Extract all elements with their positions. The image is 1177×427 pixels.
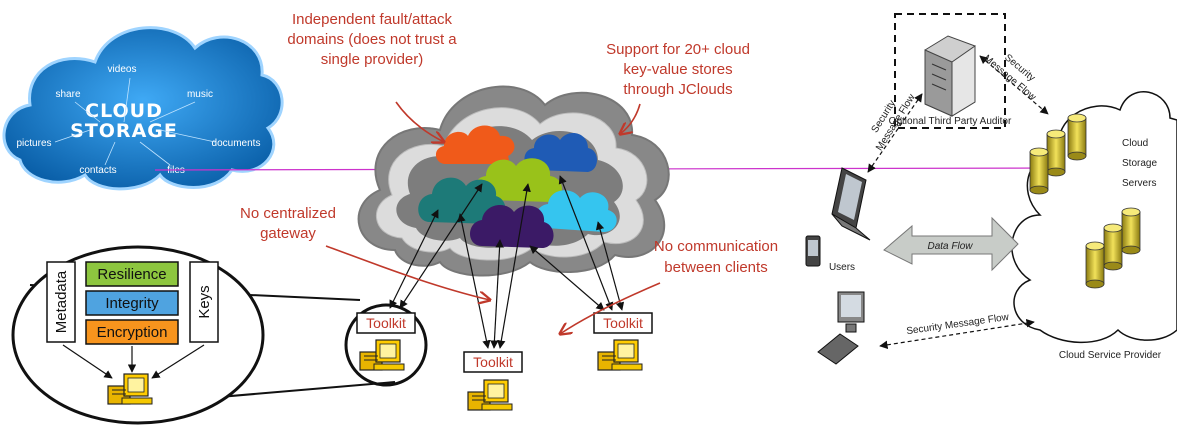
users-label: Users — [829, 262, 855, 273]
annotation-support-2: key-value stores — [623, 61, 732, 78]
server-icon — [1085, 241, 1105, 289]
server-icon — [1046, 129, 1066, 177]
annotation-comm-2: between clients — [664, 259, 767, 276]
server-icon — [1121, 207, 1141, 255]
cloud-storage-title-2: STORAGE — [70, 120, 178, 142]
mobile-device-icon — [805, 235, 821, 267]
cloud-word: documents — [212, 138, 261, 149]
servers-label: Servers — [1122, 178, 1156, 189]
client-toolkits: Toolkit Toolkit Toolkit — [356, 312, 653, 411]
computer-icon — [359, 339, 405, 371]
data-flow-label: Data Flow — [927, 241, 973, 252]
metadata-box — [46, 261, 76, 343]
cloud-word: music — [187, 89, 213, 100]
laptop-icon — [831, 167, 871, 241]
annotation-gateway-2: gateway — [260, 225, 316, 242]
encryption-box — [85, 319, 179, 345]
cloud-storage-title-1: CLOUD — [85, 100, 163, 122]
metadata-label: Metadata — [53, 270, 70, 333]
cloud-storage-graphic: CLOUD STORAGE videos music share documen… — [2, 26, 284, 191]
annotation-fault-1: Independent fault/attack — [292, 11, 453, 28]
toolkit-box — [593, 312, 653, 334]
annotation-fault-3: single provider) — [321, 51, 424, 68]
data-flow-arrow — [883, 216, 1019, 272]
annotation-fault-2: domains (does not trust a — [287, 31, 457, 48]
toolkit-box — [463, 351, 523, 373]
toolkit-label: Toolkit — [603, 315, 643, 331]
computer-icon — [467, 379, 513, 411]
server-icon — [1029, 147, 1049, 195]
provider-cloud-green — [474, 158, 562, 202]
auditor-label: Optional Third Party Auditor — [889, 116, 1012, 127]
toolkit-box — [356, 312, 416, 334]
encryption-label: Encryption — [97, 324, 168, 341]
multi-cloud-graphic — [357, 85, 670, 277]
keys-label: Keys — [196, 285, 213, 318]
annotation-comm-1: No communication — [654, 238, 778, 255]
keys-box — [189, 261, 219, 343]
annotations: Independent fault/attack domains (does n… — [240, 11, 778, 334]
servers-label: Storage — [1122, 158, 1157, 169]
cloud-word: contacts — [79, 165, 116, 176]
toolkit-label: Toolkit — [473, 354, 513, 370]
cloud-word: videos — [108, 64, 137, 75]
desktop-icon — [817, 291, 865, 365]
cloud-word: share — [55, 89, 80, 100]
provider-cloud-outline — [1011, 91, 1177, 344]
resilience-label: Resilience — [97, 266, 166, 283]
provider-cloud-orange — [435, 125, 515, 167]
auditor-server-icon — [924, 35, 976, 117]
cloud-word: pictures — [16, 138, 51, 149]
toolkit-zoom-lens — [344, 303, 428, 387]
integrity-box — [85, 290, 179, 316]
toolkit-label: Toolkit — [366, 315, 406, 331]
servers-label: Cloud — [1122, 138, 1148, 149]
auditor-box — [894, 13, 1006, 129]
resilience-box — [85, 261, 179, 287]
toolkit-zoom: Metadata Resilience Integrity Encryption… — [11, 245, 428, 425]
computer-icon — [597, 339, 643, 371]
toolkit-connections — [389, 175, 625, 349]
server-icon — [1067, 113, 1087, 161]
architecture-diagram: Optional Third Party Auditor Security Me… — [805, 13, 1177, 365]
provider-label: Cloud Service Provider — [1059, 350, 1162, 361]
annotation-support-3: through JClouds — [623, 81, 732, 98]
server-icon — [1103, 223, 1123, 271]
annotation-gateway-1: No centralized — [240, 205, 336, 222]
integrity-label: Integrity — [105, 295, 159, 312]
annotation-support-1: Support for 20+ cloud — [606, 41, 750, 58]
